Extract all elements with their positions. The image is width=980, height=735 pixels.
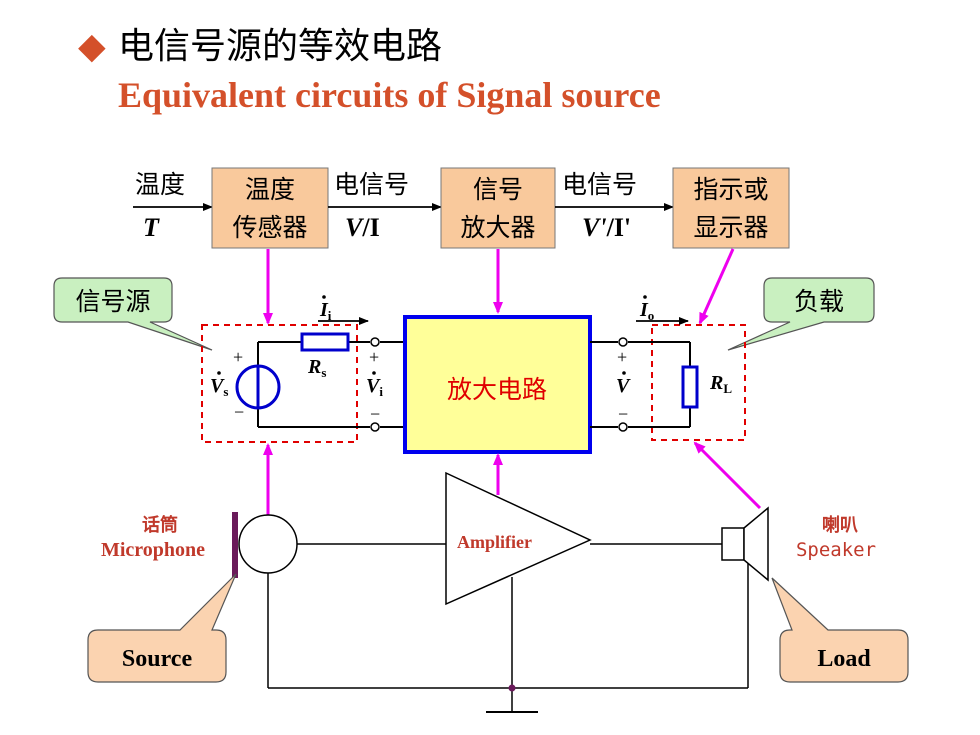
label-ii: Ii (319, 299, 332, 323)
title-english: Equivalent circuits of Signal source (118, 75, 661, 115)
amplifier-triangle-icon (445, 471, 592, 606)
label-vi: Vi (366, 375, 383, 399)
load-tag: Load (771, 577, 909, 683)
input-label-temperature: 温度 (135, 170, 185, 199)
source-tag-label: Source (122, 646, 193, 672)
title-chinese: 电信号源的等效电路 (118, 26, 442, 67)
source-callout-label: 信号源 (75, 287, 150, 316)
signal1-label: 电信号 (334, 170, 409, 199)
label-rl: RL (709, 372, 732, 396)
display-block-line2: 显示器 (693, 213, 768, 242)
resistor-rs-icon (300, 332, 350, 352)
sensor-block (211, 167, 329, 249)
output-terminal-bottom (618, 422, 628, 432)
label-rs: Rs (307, 356, 326, 380)
vs-minus: − (234, 402, 244, 422)
amplifier-block-line2: 放大器 (460, 213, 535, 242)
vs-plus: + (233, 347, 243, 367)
output-terminal-top (618, 337, 628, 347)
vi-plus: + (369, 347, 379, 367)
input-label-T: T (143, 213, 160, 242)
equivalent-circuit: 放大电路 Ii Io Rs RL Vs Vi V + − (201, 295, 746, 454)
speaker-cn-label: 喇叭 (822, 515, 858, 536)
load-tag-label: Load (817, 646, 871, 672)
ground-junction (508, 684, 516, 692)
speaker-icon (743, 506, 769, 582)
load-dashed-box (651, 324, 746, 441)
load-callout-label: 负载 (794, 287, 844, 316)
input-terminal-top (370, 337, 380, 347)
source-callout: 信号源 (53, 277, 213, 351)
physical-circuit: Amplifier 话筒 Microphone 喇叭 Speaker (101, 471, 876, 713)
microphone-plate (232, 512, 238, 578)
vi-minus: − (370, 404, 380, 424)
label-io: Io (639, 299, 654, 323)
amplifier-block (440, 167, 556, 249)
signal1-vi: V/I (345, 213, 380, 242)
speaker-en-label: Speaker (796, 539, 876, 561)
source-tag: Source (87, 573, 237, 683)
amplifier-circuit-box (403, 315, 592, 454)
microphone-en-label: Microphone (101, 539, 205, 561)
signal2-vi: V'/I' (582, 213, 631, 242)
signal2-label: 电信号 (562, 170, 637, 199)
microphone-icon (238, 514, 298, 574)
amplifier-label: Amplifier (457, 532, 532, 552)
sensor-label-line2: 传感器 (232, 213, 307, 242)
block-diagram: 温度 T 温度 传感器 电信号 V/I 信号 放大器 电信号 V'/I' 指示或… (133, 167, 790, 249)
vout-plus: + (617, 347, 627, 367)
load-callout: 负载 (727, 277, 875, 351)
label-vout: V (616, 375, 631, 397)
display-block (672, 167, 790, 249)
display-block-line1: 指示或 (693, 175, 768, 204)
input-terminal-bottom (370, 422, 380, 432)
pointer-speaker-to-load (693, 441, 762, 510)
microphone-cn-label: 话筒 (142, 514, 178, 536)
amplifier-circuit-label: 放大电路 (447, 375, 547, 404)
title-bullet-icon: ◆ (78, 26, 106, 67)
speaker-body (721, 527, 745, 561)
vout-minus: − (618, 404, 628, 424)
pointer-display-to-load (698, 248, 735, 325)
label-vs: Vs (210, 375, 228, 399)
source-dashed-box (201, 324, 358, 443)
resistor-rl-icon (681, 365, 699, 409)
amplifier-block-line1: 信号 (473, 175, 523, 204)
sensor-label-line1: 温度 (245, 175, 295, 204)
